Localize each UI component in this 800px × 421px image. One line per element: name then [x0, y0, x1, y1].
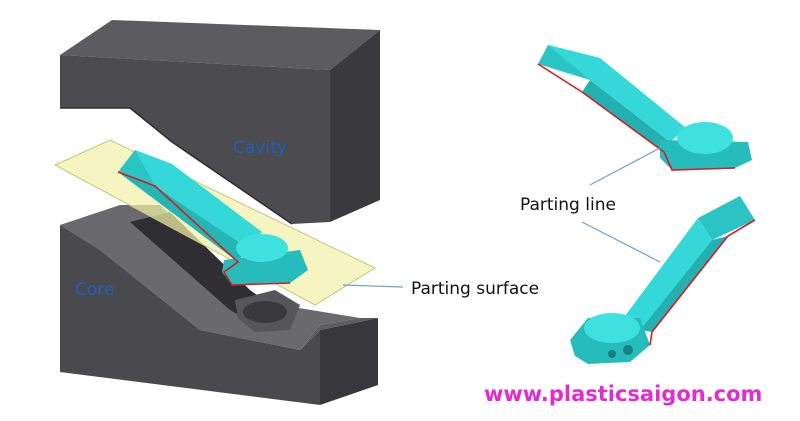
parting-surface-label: Parting surface [411, 279, 539, 299]
core-block [60, 205, 378, 405]
parting-surface-leader [342, 284, 404, 288]
parting-line-leader-bottom [581, 221, 661, 263]
molded-part-in-mold [117, 150, 308, 286]
part-bottom-view [570, 196, 756, 364]
part-top-view [537, 45, 752, 171]
parting-line-leader-top [589, 147, 661, 186]
core-label: Core [75, 280, 114, 300]
cavity-block [60, 20, 380, 225]
parting-line-label: Parting line [520, 195, 616, 215]
website-watermark: www.plasticsaigon.com [484, 382, 762, 406]
cavity-label: Cavity [233, 138, 287, 158]
